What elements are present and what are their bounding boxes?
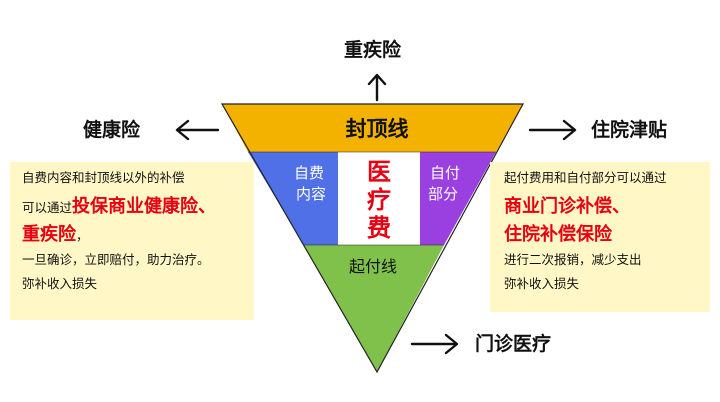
left-panel-line-3-suffix: ，: [76, 228, 89, 243]
right-segment-label-1: 自付: [430, 164, 460, 182]
bottom-label: 门诊医疗: [475, 333, 552, 355]
right-panel-line-5: 弥补收入损失: [504, 276, 580, 291]
left-panel-line-2: 可以通过投保商业健康险、: [22, 196, 248, 218]
right-panel-line-4: 进行二次报销，减少支出: [504, 252, 642, 267]
arrow-up: [367, 73, 387, 102]
left-panel-line-2-prefix: 可以通过: [22, 200, 73, 215]
right-panel-highlight-2: 住院补偿保险: [504, 224, 612, 245]
right-explanation-panel: 起付费用和自付部分可以通过 商业门诊补偿、 住院补偿保险 进行二次报销，减少支出…: [490, 162, 710, 312]
top-label: 重疾险: [344, 39, 402, 61]
center-label-2: 疗: [367, 186, 391, 214]
left-panel-line-4: 一旦确诊，立即赔付，助力治疗。: [22, 252, 210, 267]
right-label: 住院津贴: [591, 119, 668, 141]
funnel-outline: [220, 103, 525, 374]
right-segment: [420, 152, 496, 245]
left-panel-line-3: 重疾险，: [22, 224, 248, 246]
left-segment-label-2: 内容: [296, 185, 326, 203]
cap-band: [222, 104, 523, 152]
center-segment: [338, 152, 420, 245]
deductible-band: [304, 245, 444, 372]
center-label-3: 费: [367, 214, 391, 242]
arrow-bottom-right: [410, 333, 459, 355]
arrow-right: [528, 119, 577, 141]
left-panel-highlight-2: 重疾险: [22, 224, 76, 245]
center-label-1: 医: [367, 158, 391, 186]
left-label: 健康险: [83, 119, 141, 141]
arrow-left: [175, 119, 220, 141]
right-segment-label-2: 部分: [428, 185, 458, 203]
right-panel-line-1: 起付费用和自付部分可以通过: [504, 170, 667, 185]
deductible-line-label: 起付线: [349, 257, 397, 276]
left-segment-label-1: 自费: [294, 164, 324, 182]
right-panel-highlight-1: 商业门诊补偿、: [504, 196, 630, 217]
cap-line-label: 封顶线: [346, 117, 409, 141]
left-panel-line-5: 弥补收入损失: [22, 276, 98, 291]
left-panel-highlight-1: 投保商业健康险、: [72, 196, 217, 217]
left-panel-line-1: 自费内容和封顶线以外的补偿: [22, 170, 185, 185]
left-segment: [248, 152, 338, 245]
left-explanation-panel: 自费内容和封顶线以外的补偿 可以通过投保商业健康险、 重疾险， 一旦确诊，立即赔…: [10, 162, 254, 320]
